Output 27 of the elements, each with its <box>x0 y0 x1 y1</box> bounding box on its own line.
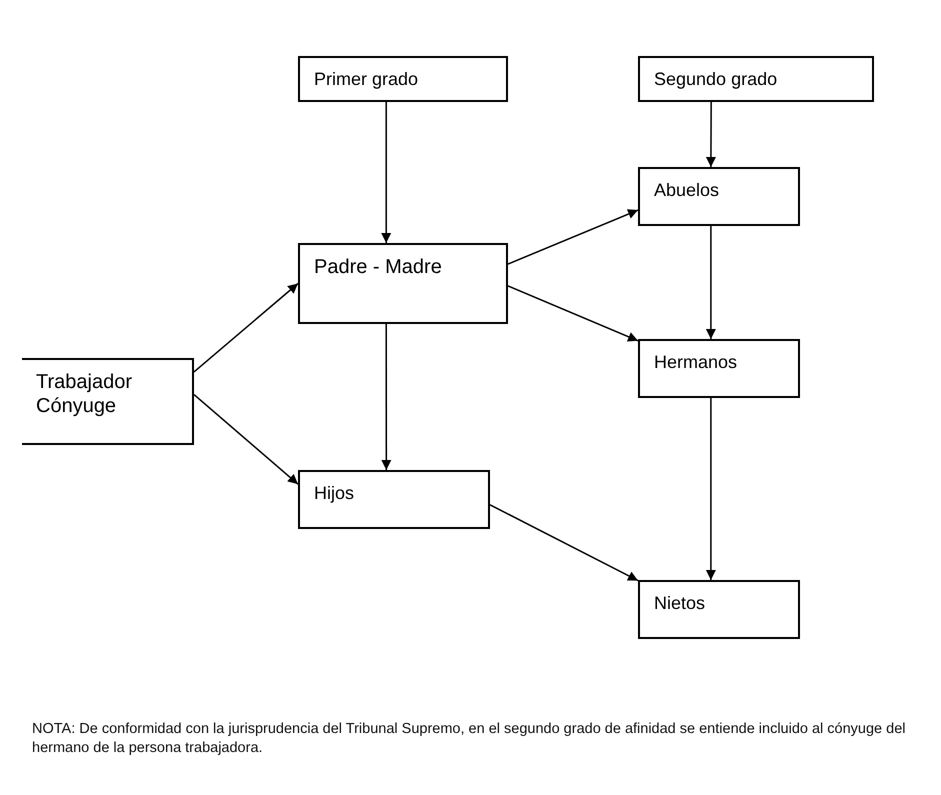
node-text: Segundo grado <box>654 68 778 91</box>
node-text: Padre - Madre <box>314 255 442 279</box>
text-box <box>298 243 508 324</box>
text-box <box>638 339 800 398</box>
node-text: Trabajador Cónyuge <box>36 370 133 418</box>
text-box <box>638 167 800 226</box>
node-text: Nietos <box>654 592 706 615</box>
text-box <box>298 56 508 102</box>
arrow <box>194 282 298 372</box>
arrow <box>490 504 638 582</box>
arrow <box>381 324 392 470</box>
node-text: Hermanos <box>654 351 738 374</box>
arrow <box>508 209 638 265</box>
arrow <box>508 285 638 342</box>
text-box <box>638 580 800 639</box>
text-box <box>298 470 490 529</box>
text-box <box>22 358 194 445</box>
arrow <box>706 398 716 580</box>
node-text: Primer grado <box>314 68 418 91</box>
note-text: NOTA: De conformidad con la jurisprudencia del Tribunal Supremo, en el segundo grado de afinidad se entiende incluido al cónyuge del hermano de la persona trabajadora. <box>32 720 906 758</box>
node-text: Abuelos <box>654 179 720 202</box>
arrow <box>381 102 392 243</box>
node-text: Hijos <box>314 482 354 505</box>
arrow <box>194 394 298 485</box>
arrow <box>706 102 716 167</box>
arrow <box>706 226 716 339</box>
text-box <box>638 56 874 102</box>
